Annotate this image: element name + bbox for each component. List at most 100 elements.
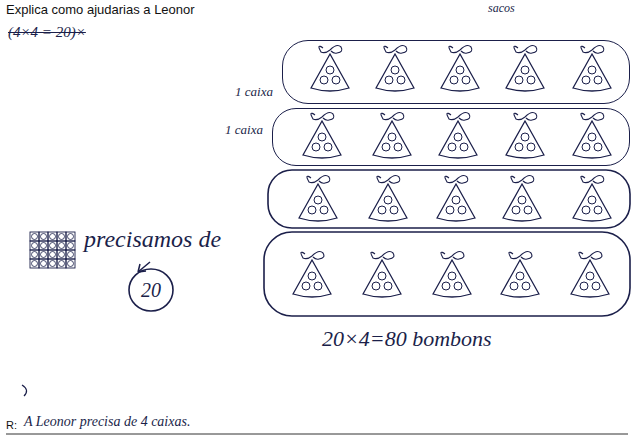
bag-bow — [319, 46, 342, 54]
candy — [59, 243, 65, 249]
bag-bow — [447, 113, 470, 121]
bag-bow — [441, 252, 464, 260]
candy-bag — [376, 54, 414, 91]
box-outline: 1 caixa — [282, 40, 630, 104]
bag-bow — [307, 176, 330, 184]
candy-bag — [363, 260, 401, 297]
candy — [527, 143, 535, 151]
grid-cell — [66, 259, 75, 268]
candy — [68, 234, 74, 240]
answer-prefix: R: — [6, 419, 17, 432]
candy — [32, 243, 38, 249]
candy — [527, 76, 535, 84]
candy — [442, 282, 450, 290]
bag-bow — [514, 113, 537, 121]
grid-cell — [48, 232, 57, 241]
candy — [302, 282, 310, 290]
bag-bow — [581, 46, 604, 54]
crossed-out-calc: (4×4 = 20)× — [8, 24, 86, 41]
candy — [308, 206, 316, 214]
candy-bag — [571, 260, 609, 297]
grid-cell — [39, 232, 48, 241]
candy — [516, 272, 524, 280]
grid-cell — [30, 259, 39, 268]
bag-bow — [384, 46, 407, 54]
candy — [515, 143, 523, 151]
candy — [446, 206, 454, 214]
candy-bag — [573, 121, 611, 158]
answer-circle: 20 — [128, 268, 174, 312]
candy-bag — [373, 121, 411, 158]
candy — [378, 272, 386, 280]
grid-cell — [48, 241, 57, 250]
candy — [308, 272, 316, 280]
candy — [458, 206, 466, 214]
candy — [41, 252, 47, 258]
candy — [372, 282, 380, 290]
grid-cell — [66, 250, 75, 259]
candy — [521, 133, 529, 141]
candy — [68, 252, 74, 258]
candy-bag — [501, 260, 539, 297]
grid-cell — [48, 259, 57, 268]
calculation: 20×4=80 bombons — [322, 326, 492, 351]
answer-text: A Leonor precisa de 4 caixas. — [24, 414, 190, 430]
bag-bow — [449, 46, 472, 54]
candy — [318, 133, 326, 141]
candy — [384, 196, 392, 204]
candy — [314, 282, 322, 290]
candy — [378, 206, 386, 214]
candy — [68, 261, 74, 267]
candy — [450, 76, 458, 84]
grid-cell — [66, 232, 75, 241]
candy — [59, 252, 65, 258]
candy — [388, 133, 396, 141]
candy — [332, 76, 340, 84]
candy — [397, 76, 405, 84]
candy — [462, 76, 470, 84]
candy — [454, 282, 462, 290]
candy — [521, 66, 529, 74]
candy — [41, 234, 47, 240]
grid-cell — [39, 259, 48, 268]
candy — [524, 206, 532, 214]
grid-cell — [30, 241, 39, 250]
task-title: Explica como ajudarias a Leonor — [6, 3, 195, 18]
candy — [586, 272, 594, 280]
candy — [385, 76, 393, 84]
candy-bag — [437, 184, 475, 221]
candy — [312, 143, 320, 151]
candy — [592, 282, 600, 290]
grid-cell — [66, 241, 75, 250]
candy — [454, 133, 462, 141]
grid-cell — [48, 250, 57, 259]
candy-bag — [293, 260, 331, 297]
candy — [460, 143, 468, 151]
candy — [50, 243, 56, 249]
grid-cell — [57, 241, 66, 250]
candy — [448, 143, 456, 151]
candy — [594, 143, 602, 151]
candy — [582, 206, 590, 214]
candy — [41, 243, 47, 249]
bags-label: sacos — [488, 2, 515, 16]
candy — [382, 143, 390, 151]
box-outline — [264, 232, 630, 316]
candy — [588, 133, 596, 141]
bag-bow — [511, 176, 534, 184]
box-outline — [268, 170, 630, 228]
candy — [515, 76, 523, 84]
candy — [594, 76, 602, 84]
candy-bag — [311, 54, 349, 91]
answer-number: 20 — [141, 279, 161, 301]
candy-bag — [439, 121, 477, 158]
grid-cell — [30, 232, 39, 241]
candy — [588, 66, 596, 74]
grid-cell — [57, 232, 66, 241]
candy — [582, 76, 590, 84]
grid-cell — [57, 259, 66, 268]
box-label: 1 caixa — [235, 85, 273, 99]
candy — [510, 282, 518, 290]
candy — [50, 261, 56, 267]
